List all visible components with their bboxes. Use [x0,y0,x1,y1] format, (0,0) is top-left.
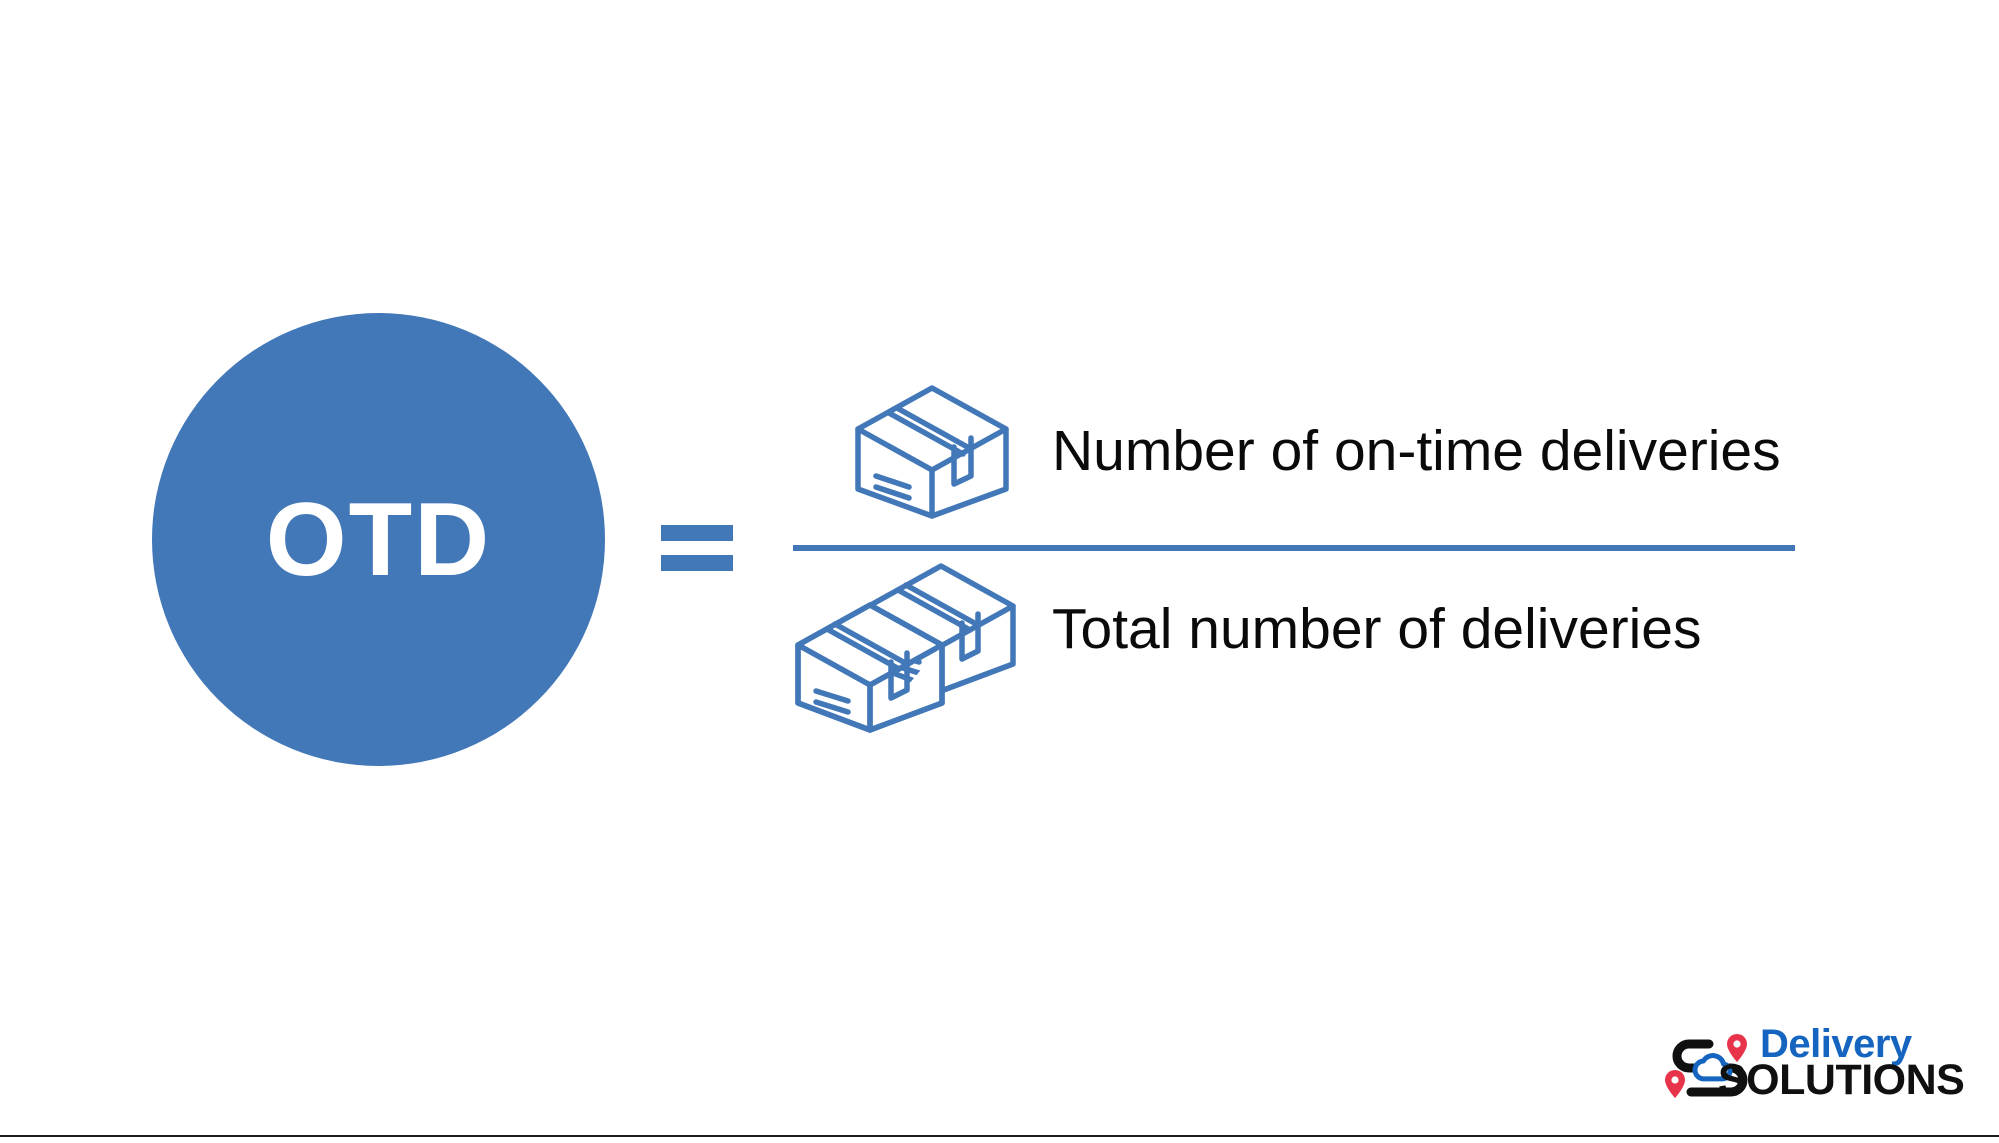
route-path-icon [1665,1034,1748,1098]
otd-metric-label: OTD [265,481,492,598]
fraction-divider-line [793,545,1795,551]
numerator-label: Number of on-time deliveries [1052,419,1781,483]
single-package-box-icon [852,384,1012,520]
brand-logo: Delivery SOLUTIONS [1665,1024,1965,1106]
equals-sign [661,525,733,571]
map-pin-icon [1665,1070,1685,1098]
equals-bar-bottom [661,555,733,571]
map-pin-icon [1727,1034,1747,1062]
otd-metric-circle: OTD [152,313,605,766]
two-package-boxes-icon [790,562,1022,734]
cloud-icon [1692,1053,1733,1082]
logo-wordmark-solutions: SOLUTIONS [1718,1056,1965,1104]
denominator-label: Total number of deliveries [1052,597,1702,661]
footer-divider [0,1135,1999,1137]
logo-wordmark-delivery: Delivery [1760,1022,1912,1066]
equals-bar-top [661,525,733,541]
